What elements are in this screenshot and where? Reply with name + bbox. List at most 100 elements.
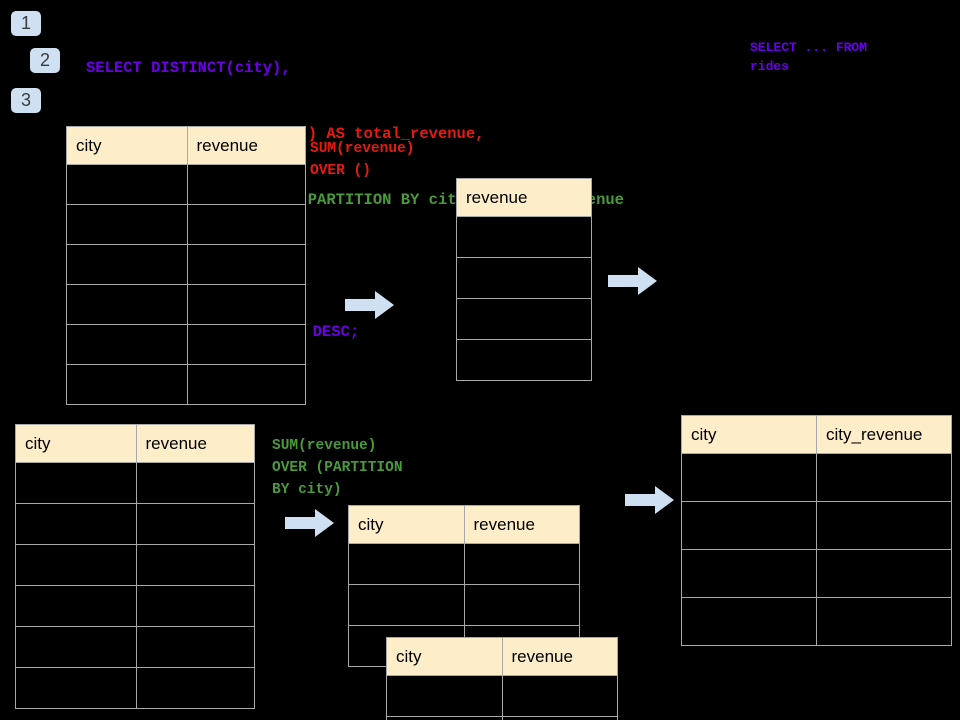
table-row — [66, 204, 306, 245]
sql-line-select: SELECT DISTINCT(city), — [86, 59, 291, 77]
table-cell — [348, 543, 465, 585]
table-row — [681, 453, 952, 502]
column-header-city: city — [386, 637, 503, 676]
table-cell — [66, 324, 188, 365]
table-cell — [15, 544, 137, 586]
table-row — [456, 257, 592, 299]
table-header-row: city revenue — [15, 424, 255, 463]
table-cell — [463, 584, 580, 626]
table-row — [15, 585, 255, 627]
table-cell — [15, 585, 137, 627]
table-cell — [816, 453, 952, 502]
table-row — [456, 339, 592, 381]
table-cell — [186, 324, 306, 365]
partition-group-back-table: city revenue — [348, 505, 580, 667]
column-header-city: city — [348, 505, 465, 544]
column-header-revenue: revenue — [135, 424, 255, 463]
table-row — [681, 597, 952, 646]
table-row — [66, 364, 306, 405]
table-header-row: city revenue — [386, 637, 618, 676]
table-cell — [186, 244, 306, 285]
arrow-source-to-total — [345, 291, 394, 319]
table-row — [66, 164, 306, 205]
table-row — [66, 284, 306, 325]
partition-annotation: SUM(revenue) OVER (PARTITION BY city) — [272, 438, 403, 498]
column-header-revenue: revenue — [186, 126, 306, 165]
table-cell — [66, 244, 188, 285]
table-row — [15, 626, 255, 668]
table-row — [66, 324, 306, 365]
table-header-row: revenue — [456, 178, 592, 217]
table-row — [15, 544, 255, 586]
table-header-row: city revenue — [348, 505, 580, 544]
column-header-revenue: revenue — [463, 505, 580, 544]
column-header-city: city — [15, 424, 137, 463]
partition-source-table: city revenue — [15, 424, 255, 709]
column-header-revenue: revenue — [456, 178, 592, 217]
table-cell — [135, 585, 255, 627]
table-header-row: city city_revenue — [681, 415, 952, 454]
column-header-revenue: revenue — [501, 637, 618, 676]
table-row — [348, 543, 580, 585]
step-badge-1: 1 — [11, 11, 41, 36]
table-row — [386, 716, 618, 720]
table-cell — [816, 597, 952, 646]
table-cell — [816, 549, 952, 598]
table-row — [456, 216, 592, 258]
table-cell — [456, 298, 592, 340]
table-cell — [135, 462, 255, 504]
column-header-city-revenue: city_revenue — [816, 415, 952, 454]
table-row — [15, 462, 255, 504]
table-row — [15, 667, 255, 709]
table-header-row: city revenue — [66, 126, 306, 165]
table-cell — [681, 501, 817, 550]
table-cell — [66, 164, 188, 205]
table-cell — [386, 675, 503, 717]
table-cell — [186, 364, 306, 405]
table-row — [456, 298, 592, 340]
table-cell — [816, 501, 952, 550]
table-cell — [135, 544, 255, 586]
table-cell — [66, 284, 188, 325]
total-revenue-annotation: SUM(revenue) OVER () — [310, 141, 415, 179]
table-cell — [501, 716, 618, 720]
table-cell — [15, 626, 137, 668]
table-cell — [15, 462, 137, 504]
step-badge-3: 3 — [11, 88, 41, 113]
table-row — [348, 584, 580, 626]
table-cell — [681, 549, 817, 598]
table-cell — [135, 626, 255, 668]
table-cell — [186, 164, 306, 205]
table-cell — [348, 584, 465, 626]
table-row — [681, 549, 952, 598]
table-cell — [386, 716, 503, 720]
arrow-partition-to-final — [625, 486, 674, 514]
table-cell — [463, 543, 580, 585]
table-cell — [456, 257, 592, 299]
step-badge-2: 2 — [30, 48, 60, 73]
table-cell — [135, 503, 255, 545]
arrow-source-to-partition — [285, 509, 334, 537]
table-row — [66, 244, 306, 285]
select-from-rides-note: SELECT ... FROM rides — [750, 40, 868, 74]
partition-group-front-table: city revenue — [386, 637, 618, 720]
table-row — [386, 675, 618, 717]
table-cell — [456, 339, 592, 381]
table-cell — [15, 503, 137, 545]
column-header-city: city — [681, 415, 817, 454]
table-cell — [681, 453, 817, 502]
rides-source-table: city revenue — [66, 126, 306, 405]
table-cell — [66, 204, 188, 245]
final-result-table: city city_revenue — [681, 415, 952, 646]
arrow-total-to-final — [608, 267, 657, 295]
table-cell — [186, 204, 306, 245]
table-cell — [186, 284, 306, 325]
table-cell — [66, 364, 188, 405]
table-cell — [456, 216, 592, 258]
table-row — [681, 501, 952, 550]
total-revenue-table: revenue — [456, 178, 592, 381]
table-cell — [135, 667, 255, 709]
table-cell — [681, 597, 817, 646]
table-row — [15, 503, 255, 545]
